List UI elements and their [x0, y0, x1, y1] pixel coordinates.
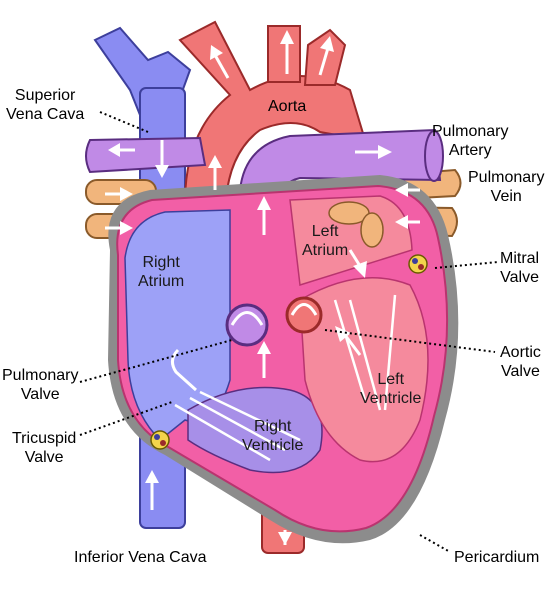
label-line: Atrium: [138, 273, 185, 290]
aortic-valve: [285, 296, 323, 334]
pulmonary-artery-label: Pulmonary Artery: [432, 122, 508, 160]
mitral-valve: [333, 294, 397, 411]
label-line: Atrium: [302, 242, 349, 259]
label-line: Pericardium: [454, 549, 540, 566]
pulmonary-vein-opening: [360, 212, 384, 248]
label-line: Left: [311, 223, 339, 240]
label-line: Pulmonary: [432, 123, 509, 140]
label-line: Aortic: [500, 344, 541, 361]
tricuspid-valve-label: Tricuspid Valve: [12, 429, 76, 467]
pulmonary-vein-label: Pulmonary Vein: [468, 168, 544, 206]
label-line: Left: [377, 371, 405, 388]
left-ventricle-label: Left Ventricle: [360, 370, 421, 408]
label-line: Valve: [20, 386, 60, 403]
label-line: Vena Cava: [6, 106, 85, 123]
label-line: Artery: [448, 142, 492, 159]
label-line: Right: [142, 254, 180, 271]
atrioventricular-node: [150, 430, 170, 450]
pericardium-label: Pericardium: [454, 548, 539, 567]
label-line: Pulmonary: [468, 169, 545, 186]
aorta-label: Aorta: [268, 97, 306, 116]
aortic-valve-label: Aortic Valve: [500, 343, 541, 381]
label-line: Aorta: [268, 98, 307, 115]
label-line: Valve: [24, 449, 64, 466]
label-line: Tricuspid: [12, 430, 77, 447]
inferior-vena-cava-label: Inferior Vena Cava: [74, 548, 207, 567]
blood-flow-arrows: [105, 30, 420, 545]
label-line: Right: [254, 418, 292, 435]
sinoatrial-node: [408, 254, 428, 274]
label-line: Valve: [501, 363, 540, 380]
right-atrium-label: Right Atrium: [138, 253, 184, 291]
tricuspid-valve: [174, 390, 301, 462]
label-line: Superior: [14, 87, 76, 104]
label-line: Mitral: [500, 250, 540, 267]
label-line: Valve: [500, 269, 539, 286]
mitral-valve-label: Mitral Valve: [500, 249, 539, 287]
label-line: Pulmonary: [2, 367, 79, 384]
pulmonary-valve: [225, 303, 269, 347]
label-line: Ventricle: [242, 437, 304, 454]
label-line: Inferior Vena Cava: [74, 549, 207, 566]
label-line: Vein: [490, 188, 522, 205]
right-ventricle-label: Right Ventricle: [242, 417, 303, 455]
aorta: [178, 20, 367, 554]
superior-vena-cava-label: Superior Vena Cava: [6, 86, 84, 124]
label-line: Ventricle: [360, 390, 422, 407]
left-atrium-label: Left Atrium: [302, 222, 348, 260]
left-ventricle-cavity: [299, 276, 429, 463]
leader-lines: [79, 111, 499, 553]
right-ventricle-cavity: [187, 386, 323, 474]
pulmonary-valve-label: Pulmonary Valve: [2, 366, 78, 404]
